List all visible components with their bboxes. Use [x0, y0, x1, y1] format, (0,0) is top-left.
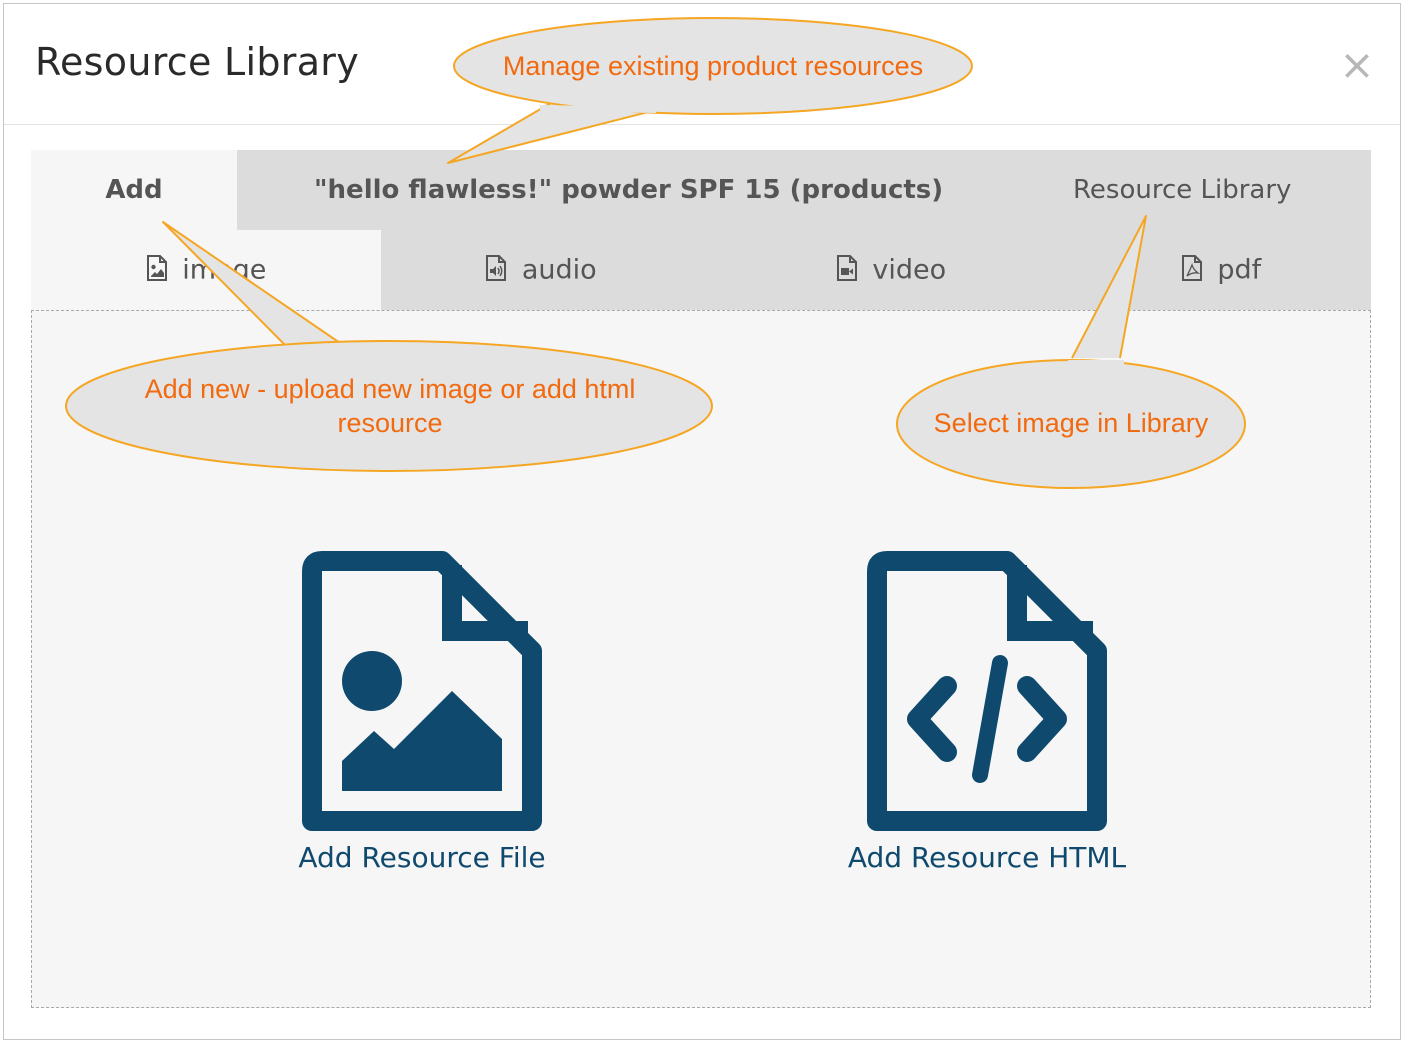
main-tab-bar: Add "hello flawless!" powder SPF 15 (pro…	[31, 150, 1371, 230]
tab-product-resources-label: "hello flawless!" powder SPF 15 (product…	[314, 175, 944, 205]
file-image-icon	[146, 254, 167, 281]
tab-video-label: video	[872, 254, 947, 286]
tab-product-resources[interactable]: "hello flawless!" powder SPF 15 (product…	[314, 150, 943, 230]
tab-audio-label: audio	[521, 254, 597, 286]
tab-image-label: image	[182, 254, 267, 286]
add-resource-file-label[interactable]: Add Resource File	[298, 841, 546, 874]
add-resource-html-button[interactable]: Add Resource HTML	[842, 551, 1132, 874]
add-resource-file-button[interactable]: Add Resource File	[282, 551, 562, 874]
file-video-icon	[836, 254, 857, 281]
add-resource-html-label[interactable]: Add Resource HTML	[847, 841, 1127, 874]
tab-pdf-label: pdf	[1217, 254, 1262, 286]
file-audio-icon	[486, 254, 507, 281]
tab-add-label: Add	[105, 175, 163, 205]
resource-type-tab-bar: image audio video pdf	[31, 230, 1371, 310]
dialog-title: Resource Library	[35, 40, 360, 84]
file-image-icon[interactable]	[302, 551, 542, 833]
tab-pdf[interactable]: pdf	[1071, 230, 1371, 310]
file-pdf-icon	[1181, 254, 1202, 281]
close-icon[interactable]: ×	[1339, 40, 1375, 89]
callout-add-new-text: Add new - upload new image or add html r…	[144, 374, 636, 438]
callout-manage-text: Manage existing product resources	[502, 51, 924, 81]
file-code-icon[interactable]	[867, 551, 1107, 833]
tab-resource-library[interactable]: Resource Library	[1073, 150, 1291, 230]
tab-image[interactable]: image	[31, 230, 381, 310]
tab-add[interactable]: Add	[31, 150, 237, 230]
dialog-header: Resource Library ×	[4, 4, 1400, 125]
close-button[interactable]: ×	[1337, 44, 1377, 86]
tab-resource-library-label: Resource Library	[1073, 175, 1292, 205]
tab-audio[interactable]: audio	[381, 230, 701, 310]
callout-select-text: Select image in Library	[933, 408, 1209, 438]
tab-video[interactable]: video	[731, 230, 1051, 310]
